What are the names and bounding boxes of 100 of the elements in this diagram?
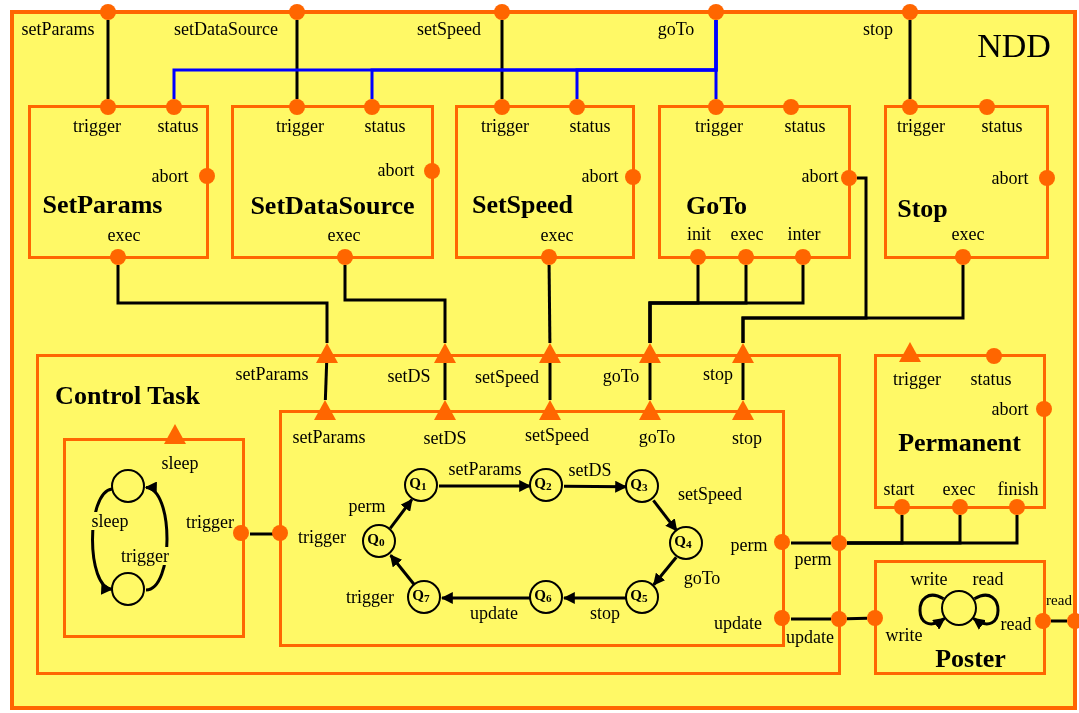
edge-label: write	[909, 570, 949, 588]
port-label: goTo	[638, 428, 676, 446]
port-label: abort	[801, 167, 839, 185]
port-triangle	[639, 343, 661, 363]
edge-label: setDS	[567, 461, 613, 479]
connector	[343, 265, 447, 343]
state-label: Q$_{4}$	[674, 533, 692, 549]
edge-label: goTo	[682, 569, 722, 587]
connector	[791, 617, 831, 621]
port-label: status	[569, 117, 611, 135]
port-label: status	[784, 117, 826, 135]
edge-label: sleep	[90, 512, 130, 530]
module-title: GoTo	[685, 192, 748, 219]
port-label: abort	[991, 169, 1029, 187]
port-triangle	[538, 399, 561, 420]
port-label: finish	[997, 480, 1039, 498]
port-label: setSpeed	[475, 368, 539, 386]
port-triangle	[433, 399, 456, 420]
connector	[564, 480, 628, 493]
port-label: setParams	[235, 365, 309, 383]
connector	[791, 541, 831, 545]
port-label: read	[1000, 615, 1032, 633]
connector	[106, 20, 110, 99]
connector	[389, 498, 413, 530]
connector	[91, 487, 114, 592]
state-label: Q$_{7}$	[412, 587, 430, 603]
port-label: trigger	[897, 117, 945, 135]
connector	[918, 593, 946, 630]
edge-label: trigger	[120, 547, 170, 565]
port-label: trigger	[481, 117, 529, 135]
connector	[440, 592, 530, 604]
port-label: setDataSource	[174, 20, 278, 38]
port-label: setDS	[423, 429, 467, 447]
port-label: read	[1046, 592, 1072, 608]
state-label: Q$_{0}$	[367, 531, 385, 547]
edge-label: trigger	[345, 588, 395, 606]
port-triangle	[163, 423, 186, 444]
port-label: stop	[703, 365, 733, 383]
state-label: Q$_{5}$	[630, 587, 648, 603]
connector	[144, 485, 169, 592]
port-triangle	[434, 343, 456, 363]
connector	[648, 265, 805, 343]
connector	[648, 363, 652, 400]
port-label: trigger	[298, 528, 346, 546]
port-label: perm	[794, 550, 832, 568]
port-label: setParams	[292, 428, 366, 446]
connector	[972, 593, 1000, 630]
state-label: Q$_{6}$	[534, 587, 552, 603]
module-title: Permanent	[898, 429, 1021, 456]
port-label: trigger	[73, 117, 121, 135]
edge-label: setSpeed	[677, 485, 743, 503]
connector	[500, 20, 504, 99]
port-label: inter	[787, 225, 821, 243]
port-label: write	[885, 626, 923, 644]
connector	[548, 363, 552, 400]
port-label: start	[883, 480, 915, 498]
port-label: goTo	[602, 367, 640, 385]
port-triangle	[899, 342, 921, 362]
connector	[562, 592, 626, 604]
port-label: status	[157, 117, 199, 135]
state-label: Q$_{1}$	[409, 475, 427, 491]
state-label: Q$_{3}$	[630, 476, 648, 492]
port-triangle	[731, 399, 754, 420]
connector	[547, 265, 552, 343]
port-label: stop	[863, 20, 893, 38]
port-label: status	[364, 117, 406, 135]
connector	[250, 532, 273, 536]
port-label: stop	[732, 429, 762, 447]
connector	[741, 363, 745, 400]
port-triangle	[732, 343, 754, 363]
port-label: abort	[151, 167, 189, 185]
connector	[652, 499, 678, 532]
port-label: update	[786, 628, 834, 646]
connector	[846, 616, 868, 621]
connector	[389, 554, 416, 586]
connector	[439, 480, 532, 492]
port-label: status	[981, 117, 1023, 135]
connector	[652, 556, 678, 586]
port-label: exec	[327, 226, 361, 244]
port-label: setParams	[21, 20, 95, 38]
port-triangle	[313, 399, 336, 420]
port-label: perm	[730, 536, 768, 554]
port-label: goTo	[657, 20, 695, 38]
port-label: update	[714, 614, 762, 632]
port-label: trigger	[893, 370, 941, 388]
edge-label: update	[469, 604, 519, 622]
connector	[847, 515, 1019, 545]
edge-label: setParams	[447, 460, 523, 478]
module-title: SetParams	[42, 191, 163, 218]
module-title: NDD	[977, 29, 1051, 63]
port-label: status	[970, 370, 1012, 388]
module-title: Poster	[935, 645, 1006, 672]
port-label: exec	[942, 480, 976, 498]
connector	[295, 20, 299, 99]
port-label: abort	[377, 161, 415, 179]
port-label: init	[687, 225, 711, 243]
port-label: setSpeed	[417, 20, 481, 38]
module-title: SetSpeed	[471, 191, 574, 218]
connector	[1051, 619, 1067, 623]
module-title: SetDataSource	[250, 192, 415, 219]
